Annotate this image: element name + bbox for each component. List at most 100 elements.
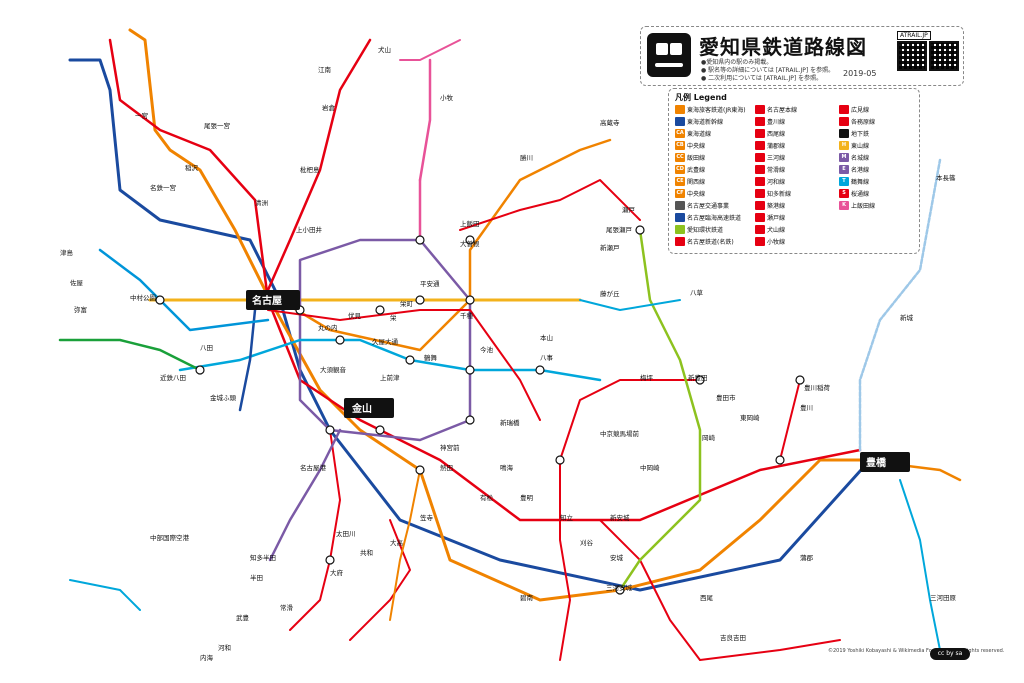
station-label[interactable]: 武豊 [236,613,250,622]
station-label[interactable]: 大府 [330,568,344,577]
station-label[interactable]: 一宮 [135,111,148,120]
station-label[interactable]: 豊田市 [716,393,736,402]
station-label[interactable]: 笠寺 [420,513,434,522]
station-label[interactable]: 藤が丘 [600,289,620,298]
station-label[interactable]: 高蔵寺 [600,118,620,127]
station-marker [335,335,345,345]
station-label[interactable]: 豊川稲荷 [804,383,831,392]
station-label[interactable]: 名古屋港 [300,463,327,472]
station-marker [415,295,425,305]
station-label[interactable]: 東岡崎 [740,413,760,422]
legend-item-label: 瀬戸線 [767,215,786,222]
station-label[interactable]: 新瑞橋 [500,418,520,427]
legend-line-swatch: K [839,201,849,210]
station-label[interactable]: 熱田 [440,463,453,472]
station-label[interactable]: 西尾 [700,594,714,602]
station-label[interactable]: 本長篠 [936,173,956,182]
legend-item: 愛知環状鉄道 [675,225,723,234]
station-label[interactable]: 上小田井 [296,225,323,234]
station-label[interactable]: 知立 [560,513,574,522]
station-label[interactable]: 本山 [540,333,553,342]
station-label[interactable]: 小牧 [440,93,454,102]
station-label[interactable]: 弥富 [74,305,87,314]
station-label[interactable]: 新瀬戸 [600,243,620,252]
station-label[interactable]: 江南 [318,65,332,74]
station-label[interactable]: 中京競馬場前 [600,429,640,438]
station-label[interactable]: 上前津 [380,373,400,382]
site-label[interactable]: ATRAIL.JP [897,31,931,40]
station-label[interactable]: 八草 [690,288,704,297]
station-label[interactable]: 稲沢 [185,163,199,172]
station-label[interactable]: 犬山 [378,45,391,54]
station-label[interactable]: 常滑 [280,603,294,612]
central-station-kanayama[interactable]: 金山 [344,398,394,418]
legend-line-swatch [755,117,765,126]
qr-code-icon[interactable] [929,41,959,71]
station-label[interactable]: 勝川 [520,153,533,162]
station-label[interactable]: 新安城 [610,513,630,522]
station-label[interactable]: 中村公園 [130,293,156,302]
station-label[interactable]: 有松 [480,493,494,502]
station-label[interactable]: 太田川 [336,529,356,538]
legend-item-label: 広見線 [851,107,870,114]
legend-item-label: 中央線 [687,191,706,198]
station-label[interactable]: 新城 [900,313,914,322]
station-label[interactable]: 刈谷 [580,538,594,547]
station-label[interactable]: 大高 [390,538,404,547]
station-label[interactable]: 豊明 [520,493,534,502]
station-label[interactable]: 清洲 [255,198,268,207]
station-label[interactable]: 八事 [540,353,554,362]
station-label[interactable]: 内海 [200,653,214,662]
station-label[interactable]: 瀬戸 [622,205,636,214]
station-label[interactable]: 丸の内 [318,323,338,332]
station-label[interactable]: 吉良吉田 [720,633,746,642]
station-label[interactable]: 中部国際空港 [150,533,190,542]
station-label[interactable]: 伏見 [348,311,362,320]
station-label[interactable]: 尾張一宮 [204,121,230,130]
station-label[interactable]: 岩倉 [322,103,336,112]
station-label[interactable]: 中岡崎 [640,463,660,472]
station-label[interactable]: 神宮前 [440,443,460,452]
station-label[interactable]: 三河安城 [606,583,633,592]
station-label[interactable]: 金城ふ頭 [210,393,237,402]
legend-line-swatch: T [839,177,849,186]
station-label[interactable]: 新豊田 [688,373,708,382]
central-station-nagoya[interactable]: 名古屋 [246,290,300,310]
station-label[interactable]: 栄町 [400,299,414,308]
station-label[interactable]: 鶴舞 [424,353,438,362]
legend-heading: 凡例 Legend [675,93,727,102]
station-label[interactable]: 河和 [218,643,231,652]
qr-code-icon[interactable] [897,41,927,71]
station-label[interactable]: 津島 [60,248,74,257]
station-label[interactable]: 枇杷島 [300,165,320,174]
legend-line-swatch [755,189,765,198]
station-label[interactable]: 岡崎 [702,433,716,442]
central-station-toyohashi[interactable]: 豊橋 [860,452,910,472]
station-label[interactable]: 蒲郡 [800,553,814,562]
station-label[interactable]: 佐屋 [70,278,84,287]
station-label[interactable]: 碧南 [520,593,534,602]
station-label[interactable]: 上飯田 [460,219,480,228]
station-label[interactable]: 近鉄八田 [160,373,186,382]
station-label[interactable]: 千種 [460,311,474,320]
station-label[interactable]: 安城 [610,553,624,562]
station-label[interactable]: 栄 [390,313,397,322]
station-label[interactable]: 三河田原 [930,594,957,602]
station-label[interactable]: 共和 [360,548,373,557]
station-label[interactable]: 豊川 [800,403,813,412]
station-label[interactable]: 尾張瀬戸 [606,225,633,234]
station-label[interactable]: 知多半田 [250,553,276,562]
station-label[interactable]: 半田 [250,573,263,582]
station-label[interactable]: 八田 [200,344,213,352]
station-label[interactable]: 大須観音 [320,365,347,374]
station-label[interactable]: 大曽根 [460,239,480,248]
legend-item: 東海旅客鉄道(JR東海) [675,105,746,114]
station-label[interactable]: 今池 [480,345,494,354]
station-label[interactable]: 名鉄一宮 [150,183,176,192]
station-label[interactable]: 久屋大通 [372,337,399,346]
station-label[interactable]: 鳴海 [500,463,514,472]
station-label[interactable]: 平安通 [420,279,440,288]
station-label[interactable]: 梅坪 [640,373,654,382]
